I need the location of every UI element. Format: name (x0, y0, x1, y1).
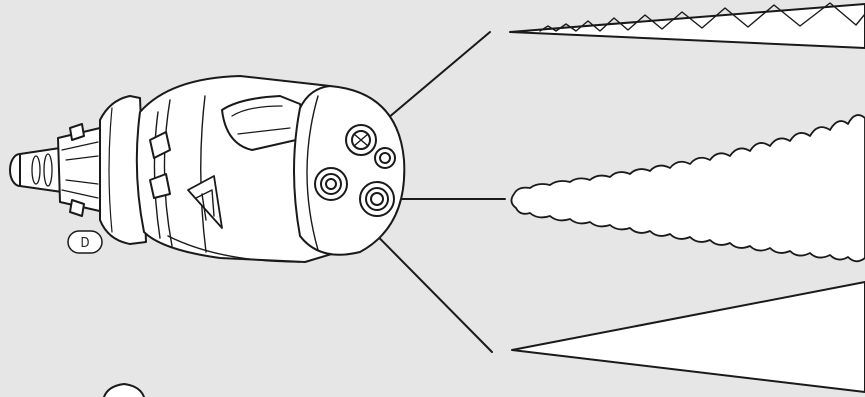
label-badge: D (67, 230, 103, 254)
nozzle-body (9, 75, 406, 263)
wide-fan-spray (511, 281, 865, 393)
cropped-badge-outline (103, 383, 145, 397)
label-badge-text: D (80, 236, 89, 251)
nozzle-face (293, 85, 406, 256)
foam-spray (510, 114, 865, 263)
connector-stem (9, 123, 105, 217)
narrow-jet-spray (509, 2, 865, 49)
fan-orifice (314, 167, 348, 201)
rear-collar (99, 95, 147, 245)
jet-orifice (345, 124, 377, 156)
foam-orifice (359, 181, 395, 217)
aux-orifice (374, 147, 396, 169)
